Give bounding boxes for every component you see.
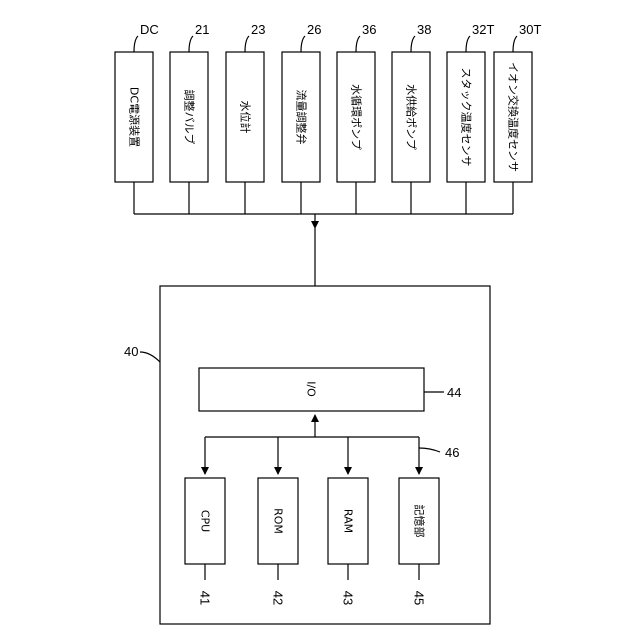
peripheral-ref: 38: [417, 22, 431, 37]
peripheral-dc-power-supply: DC電源装置 DC: [115, 22, 159, 182]
unit-label: 記憶部: [413, 505, 427, 538]
peripheral-label: スタック温度センサ: [460, 68, 474, 167]
peripheral-ref: DC: [140, 22, 159, 37]
unit-label: RAM: [342, 509, 355, 533]
peripheral-label: 水供給ポンプ: [405, 84, 419, 150]
peripheral-adjust-valve: 調整バルブ 21: [170, 22, 209, 182]
io-label: I/O: [305, 381, 318, 397]
unit-label: CPU: [199, 510, 212, 532]
unit-ref: 43: [341, 591, 356, 605]
peripheral-water-supply-pump: 水供給ポンプ 38: [392, 22, 431, 182]
peripheral-flow-control-valve: 流量調整弁 26: [282, 22, 321, 182]
peripheral-ref: 23: [251, 22, 265, 37]
unit-ref: 42: [271, 591, 286, 605]
peripheral-ref: 36: [362, 22, 376, 37]
peripheral-label: イオン交換温度センサ: [507, 62, 521, 172]
peripheral-stack-temperature-sensor: スタック温度センサ 32T: [447, 22, 494, 182]
peripheral-ref: 30T: [519, 22, 541, 37]
peripheral-label: DC電源装置: [128, 87, 142, 147]
peripheral-bus: [134, 182, 513, 214]
peripheral-label: 流量調整弁: [295, 90, 309, 145]
peripheral-water-circulation-pump: 水循環ポンプ 36: [337, 22, 376, 182]
peripheral-ion-exchange-temperature-sensor: イオン交換温度センサ 30T: [494, 22, 541, 182]
peripheral-label: 調整バルブ: [183, 90, 197, 145]
peripheral-label: 水位計: [239, 101, 253, 134]
controller-ref: 40: [124, 344, 138, 359]
unit-ref: 41: [198, 591, 213, 605]
controller: 40: [124, 286, 490, 624]
peripheral-label: 水循環ポンプ: [350, 84, 363, 150]
peripheral-ref: 32T: [472, 22, 494, 37]
peripheral-ref: 21: [195, 22, 209, 37]
unit-ref: 45: [412, 591, 427, 605]
unit-label: ROM: [272, 508, 285, 534]
io-ref: 44: [447, 385, 461, 400]
bus-ref: 46: [445, 445, 459, 460]
peripheral-water-level-gauge: 水位計 23: [226, 22, 265, 182]
io-unit: I/O 44: [199, 368, 461, 411]
peripheral-ref: 26: [307, 22, 321, 37]
